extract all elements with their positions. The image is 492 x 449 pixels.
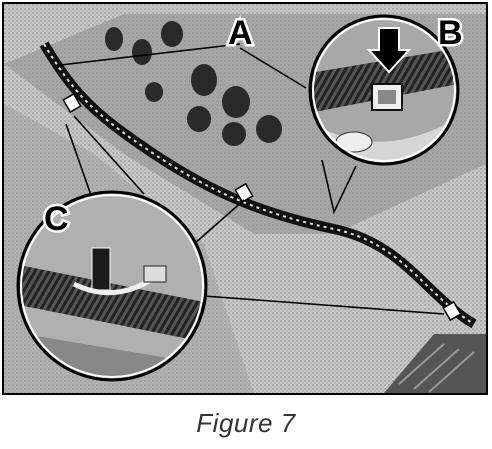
leader-lines (51, 43, 445, 315)
down-arrow-icon (366, 27, 412, 74)
clip-marker-2 (234, 182, 254, 204)
step-tread-lines (398, 343, 475, 393)
step-tread (384, 334, 486, 393)
clip-marker-1 (62, 92, 82, 114)
figure-caption: Figure 7 (196, 408, 296, 438)
callout-a: A (228, 14, 253, 52)
wire-harness-highlight (43, 43, 475, 325)
callout-c: C (44, 200, 69, 238)
panel-holes (105, 21, 282, 146)
inset-b-border (308, 14, 460, 166)
callout-b: B (438, 14, 463, 52)
inset-c-border (16, 190, 208, 382)
figure-drawing: A B C (4, 4, 486, 393)
inset-c-border-inner (20, 194, 204, 378)
inset-b-border-inner (312, 18, 456, 162)
figure-illustration: A B C (2, 2, 488, 395)
clip-marker-3 (442, 300, 462, 322)
